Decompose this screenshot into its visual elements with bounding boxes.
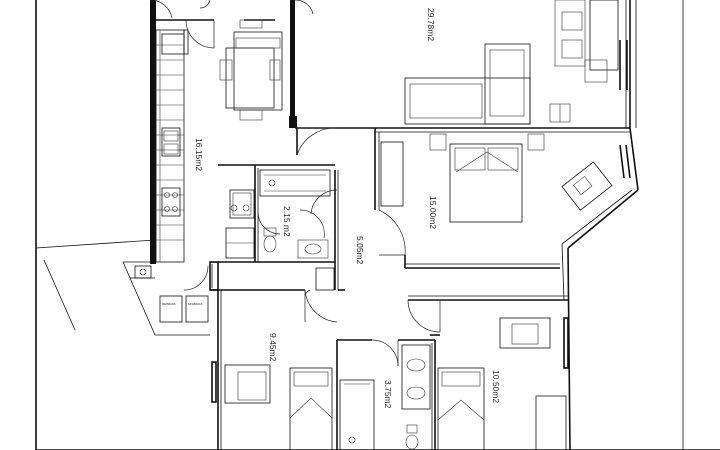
small-bathroom-fixtures [257, 169, 335, 291]
page-frame [35, 0, 720, 450]
area-label-kitchen: 16.15m2 [194, 138, 204, 171]
living-furniture [294, 0, 628, 125]
hall-doors [304, 189, 338, 296]
area-label-hall: 5.05m2 [355, 236, 365, 265]
area-label-living: 29.78m2 [426, 8, 436, 41]
kitchen-door [150, 0, 215, 49]
area-label-bath-small: 2.15 m2 [282, 206, 292, 237]
appliance-label-washer: lavadora [162, 302, 175, 306]
bedroom-right-furniture [407, 299, 569, 450]
room-labels: 29.78m2 16.15m2 2.15 m2 5.05m2 15.00m2 9… [194, 8, 501, 409]
kitchen-counters [155, 29, 189, 263]
bedroom-left-furniture [211, 289, 338, 450]
master-bedroom-furniture [296, 127, 631, 256]
area-label-bedroom-master: 15.00m2 [428, 196, 438, 229]
terrace-lines [35, 239, 210, 336]
kitchen-appliances: lavadora secadora [134, 189, 255, 323]
area-label-bedroom-left: 9.45m2 [268, 333, 278, 362]
main-bathroom-fixtures [339, 339, 431, 450]
appliance-label-dryer: secadora [188, 302, 202, 306]
kitchen-dining-table [219, 19, 283, 121]
area-label-bath-main: 3.75m2 [383, 380, 393, 409]
walls [150, 0, 639, 450]
area-label-bedroom-right: 10.50m2 [491, 370, 501, 403]
